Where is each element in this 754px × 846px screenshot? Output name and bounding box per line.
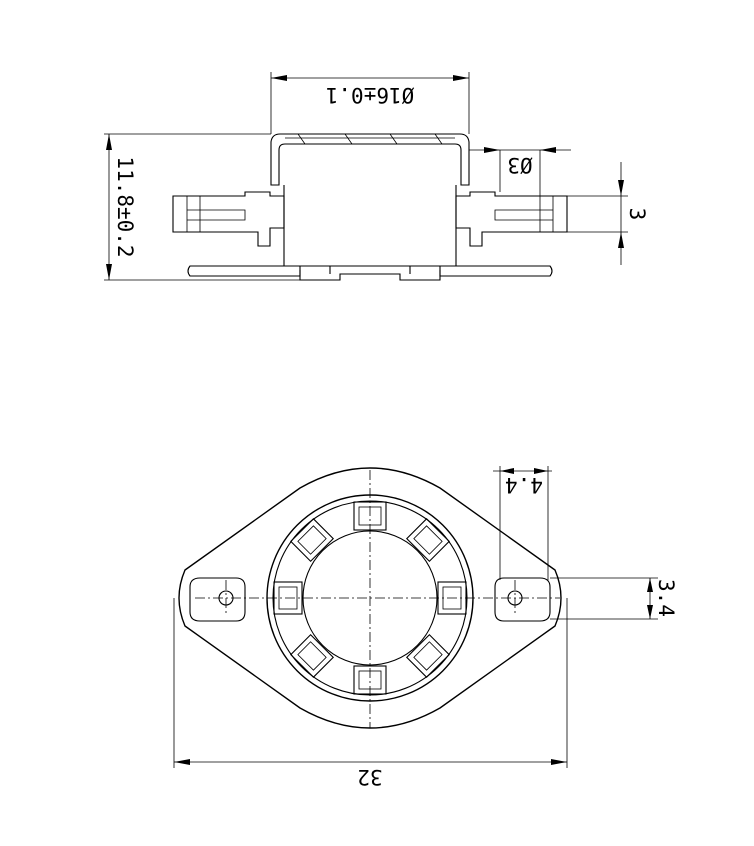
- cap-slot: [290, 518, 335, 563]
- right-mounting-tab: [494, 577, 551, 622]
- left-mounting-tab: [189, 577, 246, 622]
- arrow-head: [271, 75, 287, 81]
- flange-thickness-label: 3: [625, 208, 649, 221]
- arrow-head: [106, 134, 112, 150]
- cap-inner-detail: [285, 133, 455, 145]
- left-flange-hole: [186, 196, 246, 232]
- base-plate: [187, 265, 301, 277]
- side-view: Ø16±0.1 11.8±0.2 Ø3 3: [104, 72, 649, 281]
- hole-diameter-label: Ø3: [507, 153, 532, 177]
- arrow-head: [540, 147, 556, 153]
- arrow-head: [647, 605, 653, 619]
- cap-outline: [270, 133, 470, 186]
- arrow-head: [500, 468, 514, 474]
- arrow-head: [174, 759, 190, 765]
- arrow-head: [647, 578, 653, 592]
- top-view: 32 4.4 3.4: [173, 466, 678, 789]
- base-plate-right: [439, 265, 553, 277]
- cap-slot: [405, 633, 450, 678]
- arrow-head: [534, 468, 548, 474]
- cap-slot: [290, 633, 335, 678]
- diameter-dimension-label: Ø16±0.1: [326, 83, 415, 107]
- right-flange-hole: [494, 196, 554, 232]
- arrow-head: [618, 232, 624, 248]
- cap-slot: [405, 518, 450, 563]
- arrow-head: [453, 75, 469, 81]
- hole-offset-label: 4.4: [505, 473, 543, 497]
- flange-outline: [178, 467, 562, 729]
- hole-height-label: 3.4: [654, 579, 678, 617]
- arrow-head: [551, 759, 567, 765]
- base-contacts: [299, 266, 441, 281]
- body-outline: [283, 185, 457, 267]
- arrow-head: [106, 264, 112, 280]
- left-flange: [172, 191, 285, 247]
- arrow-head: [484, 147, 500, 153]
- arrow-head: [618, 180, 624, 196]
- height-dimension-label: 11.8±0.2: [113, 156, 137, 257]
- right-flange: [455, 191, 568, 247]
- width-dimension-label: 32: [357, 765, 382, 789]
